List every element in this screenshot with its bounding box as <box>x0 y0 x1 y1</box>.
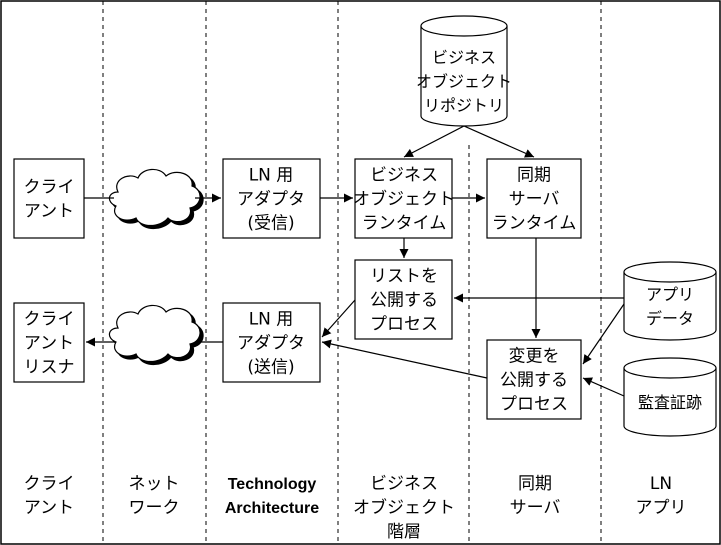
column-label-3-line-1: Technology <box>228 476 317 493</box>
label-bo-repository-line-3: リポジトリ <box>424 96 504 115</box>
network-cloud-top <box>108 168 201 227</box>
app-data-db <box>623 261 717 341</box>
label-app-data: アプリデータ <box>646 285 694 328</box>
label-bo-repository-line-1: ビジネス <box>432 48 496 67</box>
audit-trail-db <box>623 357 717 437</box>
label-bo-runtime-line-3: ランタイム <box>362 214 447 234</box>
label-change-publish-line-3: プロセス <box>500 395 568 415</box>
column-label-1: クライアント <box>24 474 75 518</box>
label-client: クライアント <box>24 178 75 222</box>
label-bo-runtime: ビジネスオブジェクトランタイム <box>353 166 455 234</box>
list-publish-box <box>354 259 453 340</box>
arrow-app-data-to-change-publish <box>582 303 625 365</box>
column-label-2: ネットワーク <box>129 474 180 518</box>
column-label-1-line-1: クライ <box>24 474 75 494</box>
label-client-listener-line-2: アント <box>24 334 74 354</box>
label-audit-trail: 監査証跡 <box>638 393 702 412</box>
label-client-listener: クライアントリスナ <box>24 310 75 378</box>
label-list-publish-line-2: 公開する <box>370 291 438 311</box>
column-label-2-line-2: ワーク <box>129 498 180 518</box>
label-bo-repository: ビジネスオブジェクトリポジトリ <box>416 48 512 115</box>
label-change-publish: 変更を公開するプロセス <box>500 347 568 415</box>
connectors <box>84 125 625 397</box>
column-label-5-line-1: 同期 <box>518 474 552 494</box>
label-ln-adapter-send-line-2: アダプタ <box>237 334 305 354</box>
label-ln-adapter-send-line-1: LN 用 <box>249 310 294 330</box>
label-client-line-1: クライ <box>24 178 75 198</box>
label-client-listener-line-3: リスナ <box>24 358 75 378</box>
sync-runtime-box <box>486 158 582 239</box>
label-change-publish-line-1: 変更を <box>509 347 560 367</box>
arrow-repository-to-sync-runtime <box>463 125 535 158</box>
column-label-1-line-2: アント <box>24 498 74 518</box>
label-client-line-2: アント <box>24 202 74 222</box>
label-ln-adapter-send: LN 用アダプタ (送信) <box>237 310 305 378</box>
label-ln-adapter-receive-line-1: LN 用 <box>249 166 294 186</box>
label-bo-runtime-line-1: ビジネス <box>370 166 438 186</box>
label-list-publish-line-3: プロセス <box>370 315 438 335</box>
label-bo-runtime-line-2: オブジェクト <box>353 189 455 210</box>
label-list-publish-line-1: リストを <box>370 267 438 287</box>
column-separators <box>102 1 602 544</box>
column-label-6-line-1: LN <box>650 474 672 494</box>
change-publish-box <box>486 339 582 420</box>
client-listener-box <box>13 302 85 383</box>
label-sync-runtime: 同期サーバランタイム <box>492 166 577 234</box>
column-label-4-line-2: オブジェクト <box>353 497 455 518</box>
label-ln-adapter-send-line-3: (送信) <box>247 358 294 378</box>
arrow-repository-to-bo-runtime <box>403 125 465 158</box>
label-client-listener-line-1: クライ <box>24 310 75 330</box>
bo-repository-db <box>420 15 508 127</box>
client-box <box>13 158 85 239</box>
label-ln-adapter-receive-line-3: (受信) <box>247 214 294 234</box>
column-label-4-line-1: ビジネス <box>370 474 438 494</box>
label-audit-trail-line-1: 監査証跡 <box>638 393 702 412</box>
arrow-audit-trail-to-change-publish <box>582 377 625 397</box>
column-label-2-line-1: ネット <box>129 474 180 494</box>
column-label-3-line-2: Architecture <box>225 500 319 517</box>
column-label-6-line-2: アプリ <box>636 498 687 518</box>
column-label-4: ビジネスオブジェクト階層 <box>353 474 455 542</box>
label-sync-runtime-line-3: ランタイム <box>492 214 577 234</box>
network-cloud-bottom <box>108 304 201 363</box>
arrow-change-publish-to-adapter-send <box>321 339 488 379</box>
label-ln-adapter-receive: LN 用アダプタ (受信) <box>237 166 305 234</box>
label-app-data-line-2: データ <box>646 309 694 328</box>
arrow-list-publish-to-adapter-send <box>321 299 356 338</box>
label-sync-runtime-line-1: 同期 <box>517 166 551 186</box>
label-bo-repository-line-2: オブジェクト <box>416 72 512 91</box>
ln-adapter-send-box <box>222 302 321 383</box>
ln-adapter-receive-box <box>222 158 321 239</box>
column-label-6: LN アプリ <box>636 474 687 518</box>
label-list-publish: リストを公開するプロセス <box>370 267 438 335</box>
column-label-5-line-2: サーバ <box>510 498 561 518</box>
label-sync-runtime-line-2: サーバ <box>509 190 560 210</box>
column-label-4-line-3: 階層 <box>387 522 421 542</box>
label-app-data-line-1: アプリ <box>646 285 694 304</box>
label-ln-adapter-receive-line-2: アダプタ <box>237 190 305 210</box>
label-change-publish-line-2: 公開する <box>500 371 568 391</box>
column-label-5: 同期サーバ <box>510 474 561 518</box>
